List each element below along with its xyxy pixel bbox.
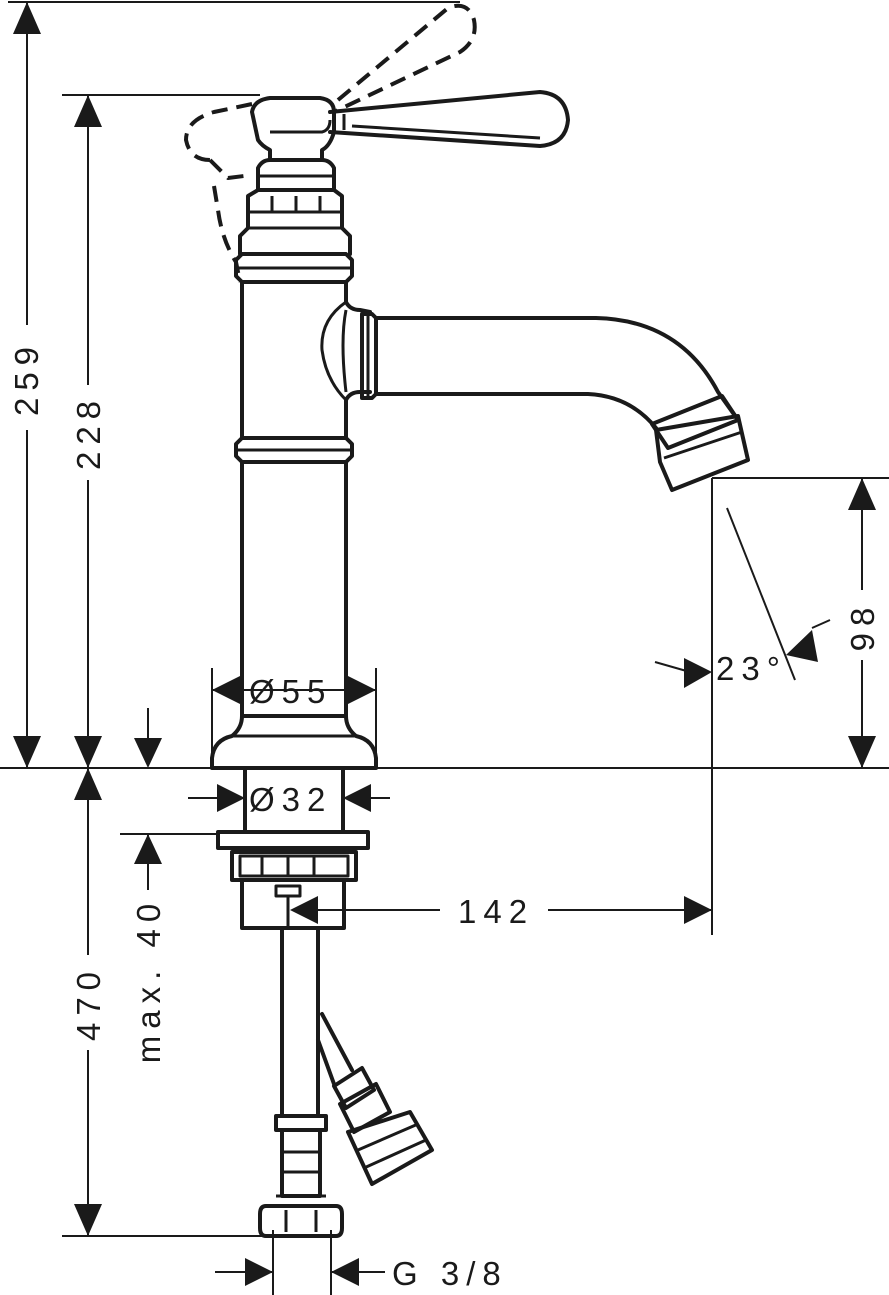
- total-height-label: 259: [8, 340, 45, 416]
- spout-height-label: 228: [70, 394, 107, 470]
- faucet-body: [210, 90, 750, 770]
- shank-diameter-label: Ø32: [249, 781, 332, 818]
- hose-length-label: 470: [70, 965, 107, 1041]
- spout-clearance-label: 98: [844, 601, 881, 652]
- spout-reach-label: 142: [458, 893, 534, 930]
- under-deck-assembly: [216, 768, 434, 1238]
- spout-angle-label: 23°: [716, 650, 787, 687]
- lever-alt-positions: [184, 3, 477, 283]
- max-deck-thickness-label: max. 40: [130, 897, 167, 1063]
- connection-thread-label: G 3/8: [392, 1255, 508, 1292]
- dimension-labels: 259 228 98 23° Ø55 Ø32 142 max. 40 470 G…: [8, 340, 881, 1292]
- dimension-arrows: [13, 2, 876, 1286]
- base-diameter-label: Ø55: [249, 673, 332, 710]
